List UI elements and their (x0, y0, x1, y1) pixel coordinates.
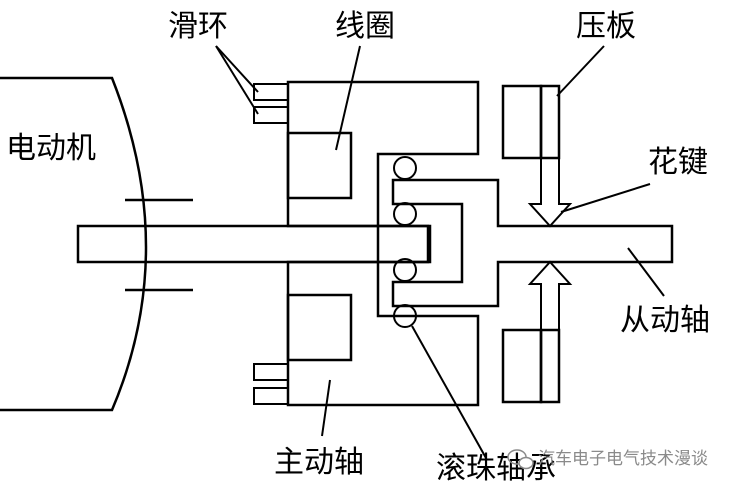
label-ball-bearing: 滚珠轴承 (436, 451, 556, 486)
driven-shaft (391, 178, 674, 308)
label-pressure-plate: 压板 (576, 9, 636, 44)
pressure-plate-lower (501, 328, 561, 404)
label-slip-ring: 滑环 (168, 9, 228, 44)
label-motor: 电动机 (6, 131, 96, 166)
pressure-plate-upper (501, 84, 561, 160)
label-coil: 线圈 (335, 9, 395, 44)
coil-upper (286, 131, 353, 200)
driving-shaft (76, 224, 430, 264)
ball-bearings (393, 156, 417, 328)
driving-hub (286, 80, 480, 407)
coil-lower (286, 293, 353, 362)
watermark: 汽车电子电气技术漫谈 (507, 449, 708, 470)
motor-housing (0, 76, 193, 412)
spline-arrows (527, 157, 573, 331)
slip-rings (253, 83, 289, 405)
label-driven-shaft: 从动轴 (620, 303, 710, 338)
label-spline: 花键 (648, 145, 708, 180)
label-driving-shaft: 主动轴 (274, 445, 364, 480)
leader-lines (215, 45, 665, 459)
watermark-text: 汽车电子电气技术漫谈 (538, 449, 708, 469)
wechat-logo-icon (507, 449, 534, 470)
